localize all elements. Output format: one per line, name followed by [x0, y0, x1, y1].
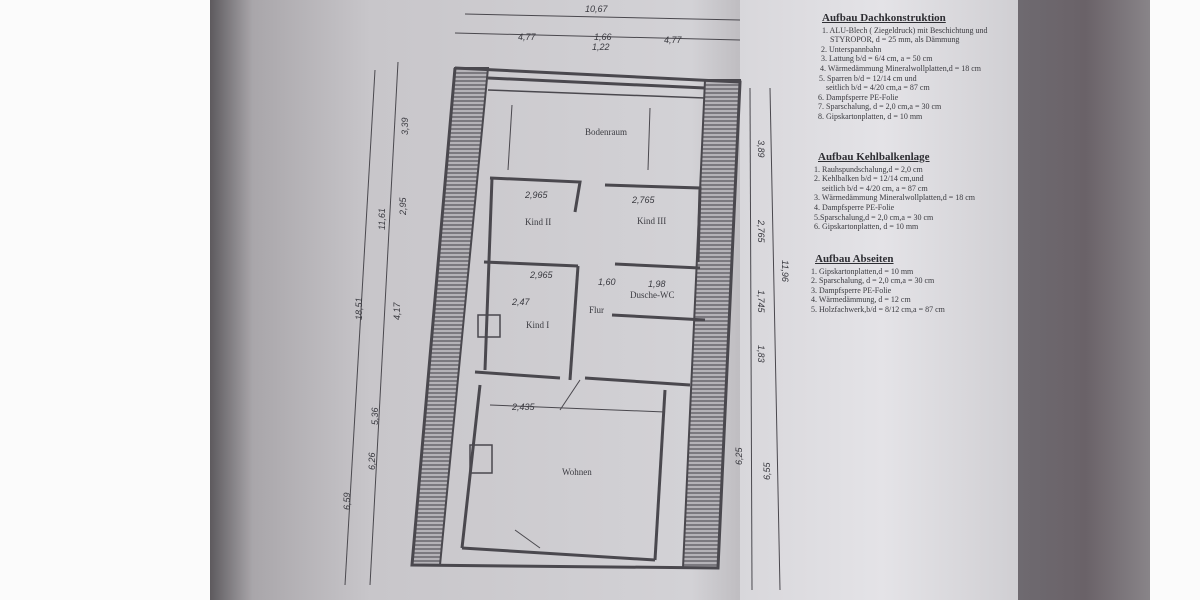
dim-right-total: 11,96: [780, 260, 790, 282]
room-dusche-wc: Dusche-WC: [630, 290, 675, 300]
spec-item: 2. Sparschalung, d = 2,0 cm,a = 30 cm: [811, 276, 935, 286]
background-right: [1150, 0, 1200, 600]
spec-title: Aufbau Kehlbalkenlage: [818, 151, 930, 163]
dim-left-d: 4,17: [392, 301, 402, 320]
floor-plan: [344, 13, 781, 591]
spec-item: seitlich b/d = 4/20 cm,a = 87 cm: [826, 83, 930, 93]
spec-abseiten: Aufbau Abseiten 1. Gipskartonplatten,d =…: [811, 253, 945, 315]
spec-item: 4. Wärmedämmung Mineralwollplatten,d = 1…: [820, 63, 981, 73]
spec-dachkonstruktion: Aufbau Dachkonstruktion 1. ALU-Blech ( Z…: [818, 12, 988, 122]
dim-kind2: 2,965: [524, 190, 549, 200]
dim-left-total: 18,51: [354, 297, 364, 320]
spec-item: 1. Gipskartonplatten,d = 10 mm: [811, 266, 914, 276]
spec-item: 4. Wärmedämmung, d = 12 cm: [811, 295, 911, 305]
dim-top-right: 4,77: [664, 35, 683, 45]
dim-right-a: 3,89: [756, 140, 766, 158]
spec-item: 1. Rauhspundschalung,d = 2,0 cm: [814, 164, 923, 174]
dim-top-mid-b: 1,22: [592, 42, 610, 52]
spec-item: 3. Dampfsperre PE-Folie: [811, 285, 892, 295]
spec-item: 5. Sparren b/d = 12/14 cm und: [819, 73, 917, 83]
room-kind-1: Kind I: [526, 320, 549, 330]
dim-left-b: 3,39: [400, 117, 410, 135]
spec-item: 8. Gipskartonplatten, d = 10 mm: [818, 111, 923, 121]
dim-right-c: 1,745: [756, 290, 766, 314]
dim-right-f: 6,55: [762, 461, 772, 480]
dim-kind1-top: 2,965: [529, 270, 554, 280]
spec-item: STYROPOR, d = 25 mm, als Dämmung: [830, 35, 960, 45]
dim-wohnen: 2,435: [511, 402, 536, 412]
dim-kind3: 2,765: [631, 195, 656, 205]
spec-item: 7. Sparschalung, d = 2,0 cm,a = 30 cm: [818, 102, 942, 112]
dim-dusche: 1,98: [648, 279, 666, 289]
dim-left-c: 2,95: [398, 196, 408, 216]
spec-item: 3. Wärmedämmung Mineralwollplatten,d = 1…: [814, 193, 975, 203]
dim-right-e: 6,25: [734, 446, 744, 465]
dimension-labels: 10,67 4,77 1,66 1,22 4,77 18,51 11,61 3,…: [342, 4, 790, 510]
spec-item: 6. Dampfsperre PE-Folie: [818, 92, 899, 102]
room-kind-3: Kind III: [637, 216, 666, 226]
spec-item: 1. ALU-Blech ( Ziegeldruck) mit Beschich…: [822, 25, 988, 35]
spec-item: 3. Lattung b/d = 6/4 cm, a = 50 cm: [821, 54, 933, 64]
background-left: [0, 0, 215, 600]
spec-title: Aufbau Dachkonstruktion: [822, 12, 946, 24]
right-page: [740, 0, 1025, 600]
room-labels: Bodenraum Kind II Kind III Kind I Flur D…: [525, 127, 675, 477]
dim-top-mid-a: 1,66: [594, 32, 612, 42]
spec-kehlbalkenlage: Aufbau Kehlbalkenlage 1. Rauhspundschalu…: [814, 151, 975, 232]
spec-item: 6. Gipskartonplatten, d = 10 mm: [814, 222, 919, 232]
spec-item: 2. Unterspannbahn: [821, 44, 882, 54]
room-bodenraum: Bodenraum: [585, 127, 627, 137]
dim-top-total: 10,67: [585, 4, 609, 14]
room-kind-2: Kind II: [525, 217, 551, 227]
dim-left-e: 5,36: [370, 407, 380, 425]
dim-top-left: 4,77: [518, 32, 537, 42]
room-wohnen: Wohnen: [562, 467, 592, 477]
shadow-strip: [1018, 0, 1153, 600]
spec-item: seitlich b/d = 4/20 cm, a = 87 cm: [822, 183, 928, 193]
spec-item: 4. Dampfsperre PE-Folie: [814, 202, 895, 212]
dim-flur: 1,60: [598, 277, 616, 287]
spec-title: Aufbau Abseiten: [815, 253, 894, 265]
room-flur: Flur: [589, 305, 604, 315]
dim-left-f: 6,59: [342, 492, 352, 510]
dim-left-a: 11,61: [377, 208, 387, 230]
spec-item: 5.Sparschalung,d = 2,0 cm,a = 30 cm: [814, 212, 934, 222]
dim-left-g: 6,26: [367, 452, 377, 470]
dim-right-d: 1,83: [756, 345, 766, 363]
spec-item: 2. Kehlbalken b/d = 12/14 cm,und: [814, 174, 924, 184]
dim-kind1: 2,47: [511, 297, 531, 307]
spec-item: 5. Holzfachwerk,b/d = 8/12 cm,a = 87 cm: [811, 304, 945, 314]
dim-right-b: 2,765: [756, 219, 766, 244]
